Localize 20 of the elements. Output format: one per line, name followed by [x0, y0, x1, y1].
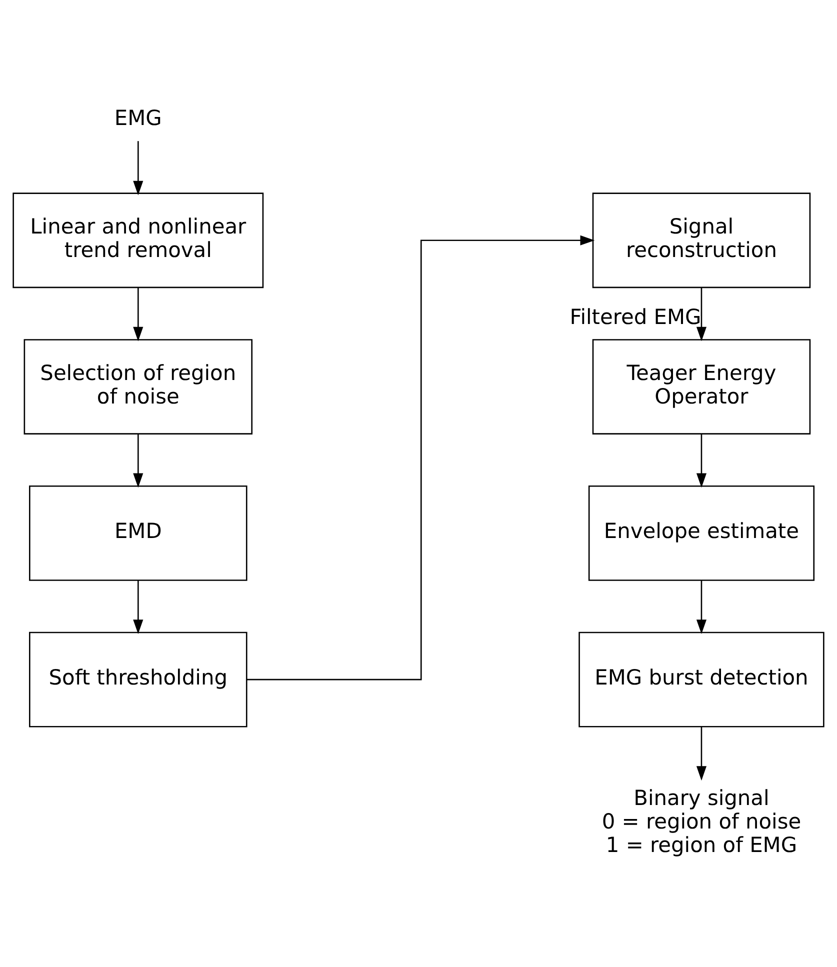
arrow [133, 141, 144, 196]
arrow [133, 580, 144, 634]
arrow [696, 288, 707, 342]
node-box: Teager Energy Operator [592, 339, 811, 434]
node-text: Binary signal 0 = region of noise 1 = region of EMG [602, 786, 802, 857]
node-box: Selection of region of noise [24, 339, 252, 434]
arrow [133, 288, 144, 342]
node-box: Envelope estimate [588, 485, 815, 581]
node-box: EMD [29, 485, 248, 581]
arrow [133, 434, 144, 488]
node-box: Linear and nonlinear trend removal [12, 192, 264, 288]
arrow [246, 235, 595, 680]
node-box: Signal reconstruction [592, 192, 811, 288]
edge-label: Filtered EMG [570, 305, 702, 330]
node-box: Soft thresholding [29, 632, 248, 728]
arrow [696, 434, 707, 488]
node-text: EMG [114, 106, 162, 130]
arrow [696, 726, 707, 781]
arrow [696, 580, 707, 634]
node-box: EMG burst detection [578, 632, 824, 728]
